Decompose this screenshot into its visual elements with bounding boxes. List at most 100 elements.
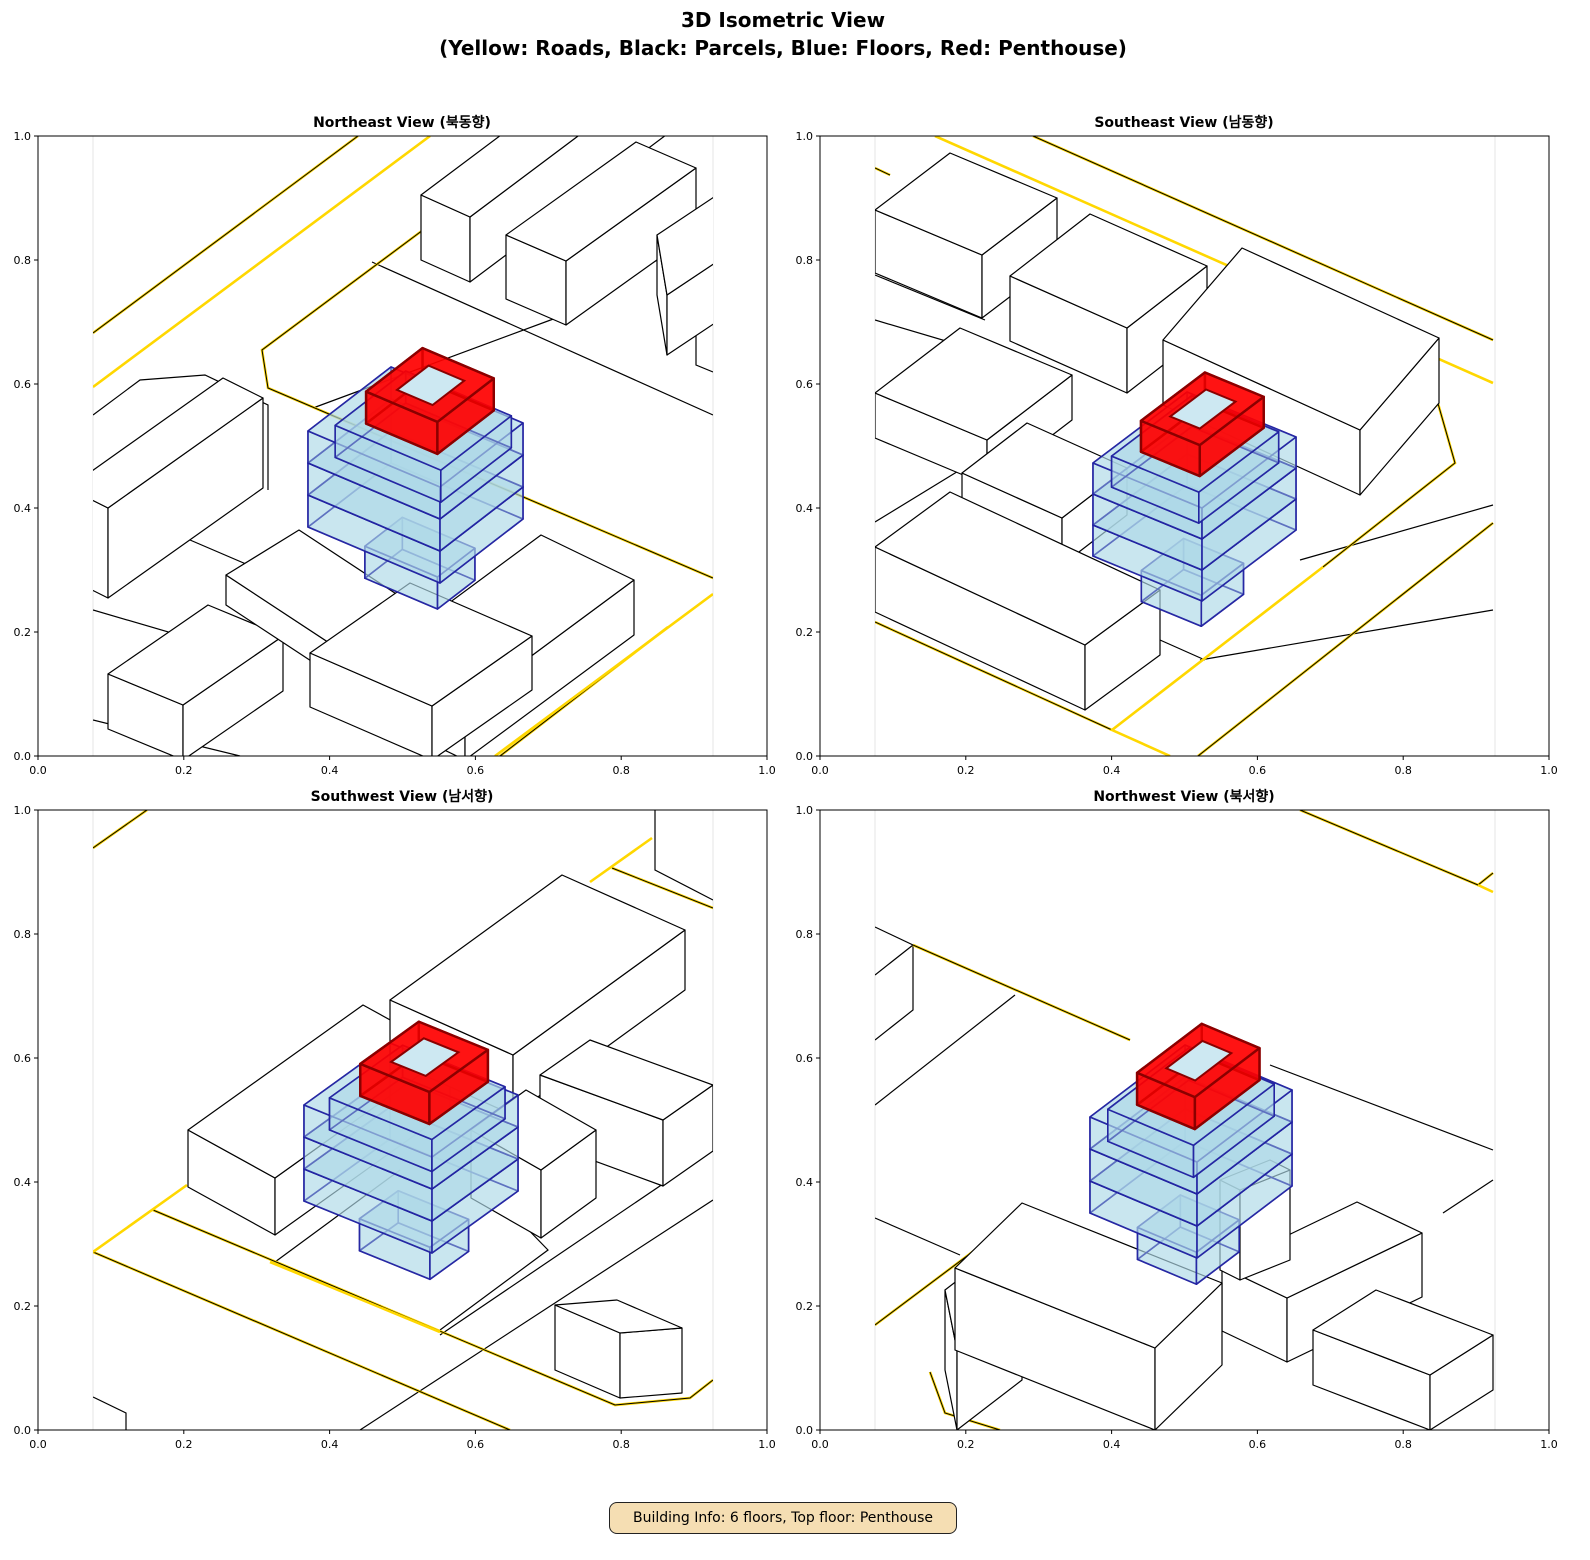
y-tick-label: 0.0 <box>796 1424 814 1437</box>
subject-building <box>303 1020 519 1281</box>
penthouse-courtyard-opening <box>1164 1039 1234 1082</box>
parcel-line <box>875 994 1016 1106</box>
building-top-face <box>505 141 697 262</box>
road-edge-outline <box>875 167 891 176</box>
x-tick-label: 0.6 <box>467 1438 485 1451</box>
y-tick-label: 1.0 <box>796 804 814 817</box>
parcel-building <box>505 141 697 326</box>
figure-title-line2: (Yellow: Roads, Black: Parcels, Blue: Fl… <box>439 36 1127 60</box>
parcel-line <box>654 810 713 901</box>
building-top-face <box>875 491 1161 646</box>
y-tick-label: 0.0 <box>14 1424 32 1437</box>
road-edge-outline <box>93 810 148 849</box>
parcel-line <box>1269 1064 1494 1151</box>
road-edge-outline <box>152 1209 713 1406</box>
parcel-building <box>470 1089 597 1239</box>
y-tick-label: 0.2 <box>14 626 32 639</box>
x-tick-label: 0.8 <box>1394 764 1412 777</box>
parcel-line <box>371 261 713 416</box>
building-info-box: Building Info: 6 floors, Top floor: Pent… <box>609 1502 957 1534</box>
parcel-building <box>1312 1289 1494 1430</box>
subject-building <box>307 346 524 610</box>
road-edge-outline <box>1197 522 1494 756</box>
y-tick-label: 0.4 <box>796 1176 814 1189</box>
parcel-building <box>875 491 1161 711</box>
axes-frame <box>819 809 1550 1431</box>
building-top-face <box>309 582 533 707</box>
y-tick-label: 0.2 <box>796 626 814 639</box>
penthouse-floor-6 <box>1139 371 1265 478</box>
y-tick-label: 0.4 <box>14 502 32 515</box>
road-edge-outline <box>929 1371 1001 1430</box>
road-edge-outline <box>912 944 1131 1041</box>
face-top <box>358 1190 470 1249</box>
y-tick-label: 0.8 <box>14 254 32 267</box>
building-top-face <box>1162 247 1440 431</box>
building-top-face <box>875 327 1073 441</box>
panel-title-northeast: Northeast View (북동향) <box>313 114 491 131</box>
parcel-building <box>1009 213 1208 394</box>
y-tick-label: 1.0 <box>14 130 32 143</box>
parcel-building <box>107 604 284 756</box>
parcel-line <box>1199 609 1494 661</box>
parcel-line <box>93 374 269 490</box>
x-tick-label: 0.0 <box>29 764 47 777</box>
x-tick-label: 0.4 <box>1103 1438 1121 1451</box>
panel-title-southwest: Southwest View (남서향) <box>311 788 494 805</box>
x-tick-label: 0.6 <box>467 764 485 777</box>
isometric-scene <box>93 810 713 1430</box>
x-tick-label: 0.0 <box>811 1438 829 1451</box>
panel-title-southeast: Southeast View (남동향) <box>1094 114 1273 131</box>
penthouse-floor-6 <box>364 346 495 456</box>
building-top-face <box>656 196 713 296</box>
road-edge-outline <box>1322 399 1456 568</box>
building-top-face <box>1219 1159 1291 1191</box>
subject-building <box>1092 371 1297 628</box>
x-tick-label: 0.2 <box>957 1438 975 1451</box>
y-tick-label: 0.8 <box>796 928 814 941</box>
building-top-face <box>875 152 1058 256</box>
parcel-building <box>954 1202 1223 1430</box>
road-line <box>1477 883 1494 894</box>
axes-frame <box>819 135 1550 757</box>
x-tick-label: 0.8 <box>612 1438 630 1451</box>
x-tick-label: 0.0 <box>811 764 829 777</box>
building-top-face <box>1312 1289 1494 1376</box>
building-top-face <box>389 874 686 1056</box>
y-tick-label: 0.0 <box>14 750 32 763</box>
y-tick-label: 0.6 <box>14 378 32 391</box>
y-tick-label: 1.0 <box>796 130 814 143</box>
y-tick-label: 0.2 <box>796 1300 814 1313</box>
road-line <box>269 1260 441 1334</box>
y-tick-label: 0.8 <box>796 254 814 267</box>
road-edge-outline <box>261 226 713 579</box>
figure-title-line1: 3D Isometric View <box>681 8 885 32</box>
floor-1 <box>364 516 476 610</box>
road-line <box>1109 565 1324 756</box>
x-tick-label: 0.6 <box>1249 764 1267 777</box>
y-tick-label: 0.2 <box>14 1300 32 1313</box>
x-tick-label: 1.0 <box>1540 764 1558 777</box>
building-top-face <box>93 377 264 509</box>
building-top-face <box>420 136 579 218</box>
parcel-line <box>274 1169 401 1263</box>
panel-title-northwest: Northwest View (북서향) <box>1093 788 1274 805</box>
face-top <box>364 516 476 578</box>
x-tick-label: 0.4 <box>321 1438 339 1451</box>
x-tick-label: 1.0 <box>758 764 776 777</box>
road-edge-outline <box>611 867 713 909</box>
building-top-face <box>539 1039 713 1121</box>
isometric-scene <box>875 810 1494 1430</box>
road-edge-outline <box>93 1251 511 1430</box>
face-top <box>1136 1194 1240 1253</box>
x-tick-label: 0.2 <box>175 1438 193 1451</box>
axes-frame <box>37 809 768 1431</box>
building-top-face <box>107 604 284 706</box>
road-line <box>494 592 713 756</box>
